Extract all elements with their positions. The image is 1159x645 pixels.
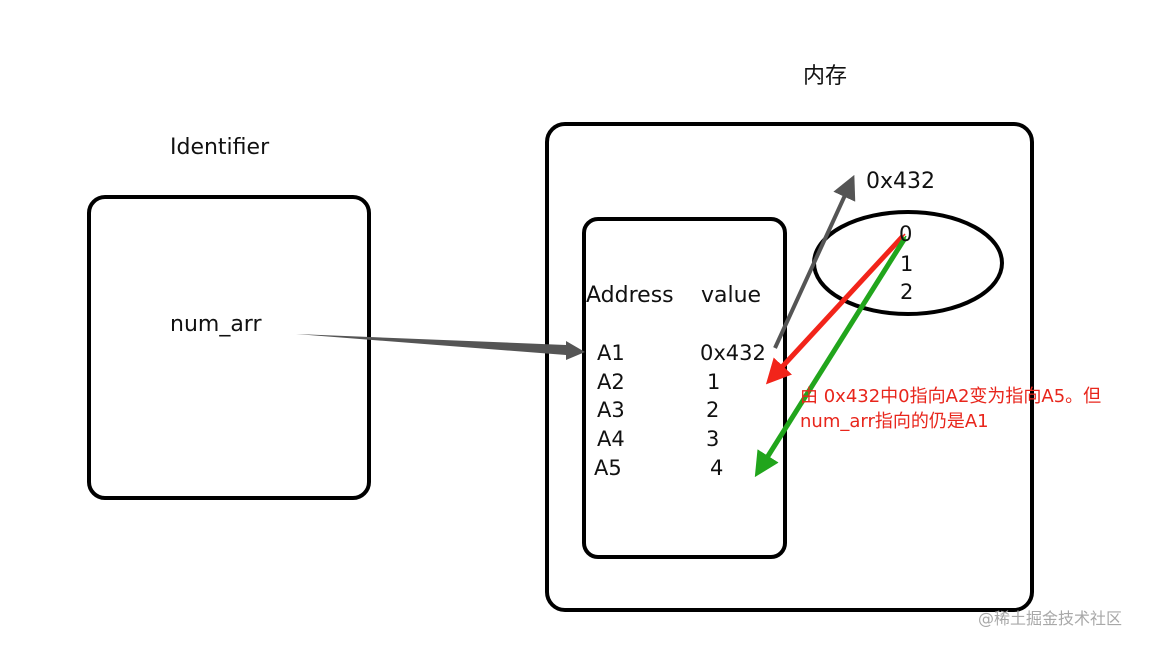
annotation-line-1: 由 0x432中0指向A2变为指向A5。但 (800, 386, 1102, 407)
heap-address-label: 0x432 (866, 169, 936, 194)
table-row-address: A3 (597, 398, 625, 422)
value-column-header: value (701, 283, 762, 308)
table-row-address: A4 (597, 427, 625, 451)
memory-title: 内存 (803, 64, 848, 89)
memory-box (545, 122, 1034, 612)
identifier-title: Identifier (170, 135, 270, 160)
address-column-header: Address (586, 283, 674, 308)
table-row-value: 4 (710, 456, 724, 480)
table-row-address: A2 (597, 370, 625, 394)
a1-to-heap-address-arrow (773, 174, 856, 349)
table-row-value: 1 (707, 370, 721, 394)
annotation-line-2: num_arr指向的仍是A1 (800, 411, 989, 433)
variable-name-label: num_arr (170, 312, 262, 337)
ellipse-item-2: 2 (900, 280, 914, 304)
new-pointer-green-arrow (754, 236, 908, 478)
ellipse-item-1: 1 (900, 252, 914, 276)
table-row-address: A5 (594, 456, 622, 480)
table-row-value: 0x432 (700, 341, 766, 365)
annotation-note: 由 0x432中0指向A2变为指向A5。但 num_arr指向的仍是A1 (800, 384, 1101, 434)
watermark: @稀土掘金技术社区 (978, 609, 1123, 628)
green-arrow-thin-tail (883, 235, 907, 273)
identifier-box (87, 195, 371, 500)
table-row-value: 2 (706, 398, 720, 422)
table-row-value: 3 (706, 427, 720, 451)
table-row-address: A1 (597, 341, 625, 365)
red-arrow-thin-tail (879, 233, 906, 263)
address-table-box (582, 217, 787, 559)
num-arr-to-a1-arrow (296, 334, 585, 360)
ellipse-item-0: 0 (899, 222, 913, 246)
